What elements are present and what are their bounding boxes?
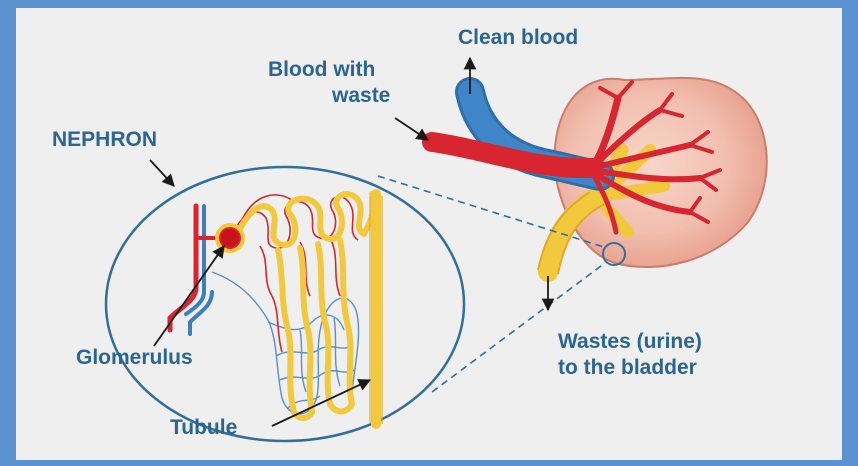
- label-clean-blood: Clean blood: [458, 26, 578, 50]
- label-blood-with-waste-line2: waste: [332, 84, 390, 108]
- arrow-tubule: [272, 380, 370, 426]
- label-glomerulus: Glomerulus: [76, 346, 193, 370]
- label-tubule: Tubule: [170, 416, 237, 440]
- label-wastes-line2: to the bladder: [558, 356, 697, 380]
- label-wastes-line1: Wastes (urine): [558, 330, 702, 354]
- label-nephron: NEPHRON: [52, 128, 157, 152]
- glomerulus-core: [221, 229, 239, 247]
- arrow-nephron: [150, 160, 174, 186]
- arteriole-vessels: [170, 206, 218, 334]
- label-blood-with-waste-line1: Blood with: [268, 58, 375, 82]
- arrow-blood-with-waste: [395, 118, 428, 140]
